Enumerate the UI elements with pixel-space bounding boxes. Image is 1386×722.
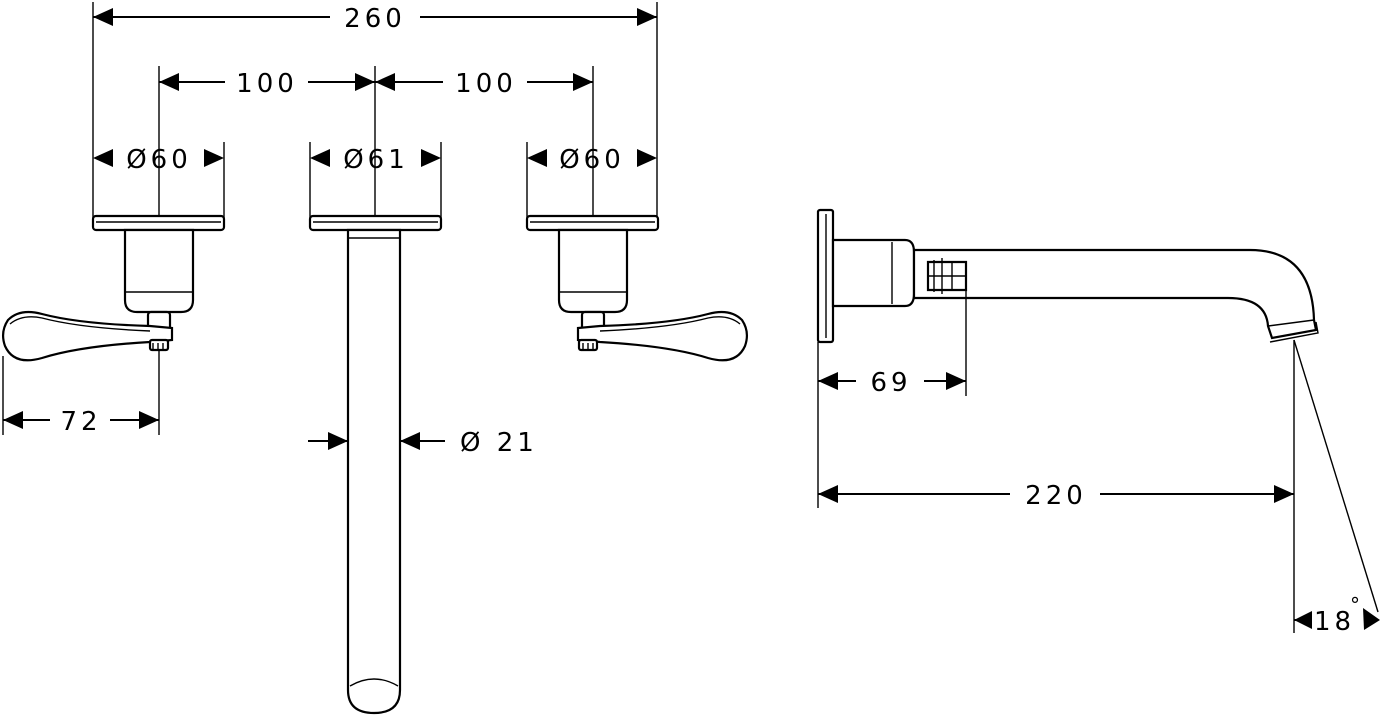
left-valve [1, 214, 226, 362]
dimension-right-rosette: Ø60 [527, 145, 657, 175]
dimension-label-right-diameter: Ø60 [559, 145, 625, 175]
dimension-spout-projection: 220 [818, 481, 1294, 511]
dimension-left-spacing: 100 [159, 69, 375, 99]
dimension-overall-width: 260 [93, 4, 657, 34]
dimension-label-spout-diameter: Ø 21 [460, 428, 538, 458]
dimension-spout-diameter: Ø 21 [308, 428, 538, 458]
side-extension-lines [817, 290, 1379, 633]
dimension-side-projection: 69 [818, 368, 966, 398]
dimension-label-center-diameter: Ø61 [343, 145, 409, 175]
dimension-handle-reach: 72 [3, 407, 159, 437]
dimension-label-72: 72 [60, 407, 101, 437]
dimension-label-260: 260 [344, 4, 406, 34]
side-view-spout [816, 208, 1319, 344]
dimension-left-rosette: Ø60 [93, 145, 224, 175]
dimension-label-right-100: 100 [455, 69, 517, 99]
dimension-label-left-diameter: Ø60 [126, 145, 192, 175]
dimension-spout-angle: 18 ° [1294, 593, 1380, 637]
dimension-label-220: 220 [1025, 481, 1087, 511]
dimension-label-18: 18 [1314, 607, 1355, 637]
dimension-right-spacing: 100 [375, 69, 593, 99]
dimension-label-69: 69 [870, 368, 911, 398]
degree-symbol: ° [1350, 593, 1360, 617]
right-valve [525, 214, 749, 362]
dimension-label-left-100: 100 [236, 69, 298, 99]
center-spout [308, 214, 443, 715]
dimension-center-rosette: Ø61 [310, 145, 441, 175]
